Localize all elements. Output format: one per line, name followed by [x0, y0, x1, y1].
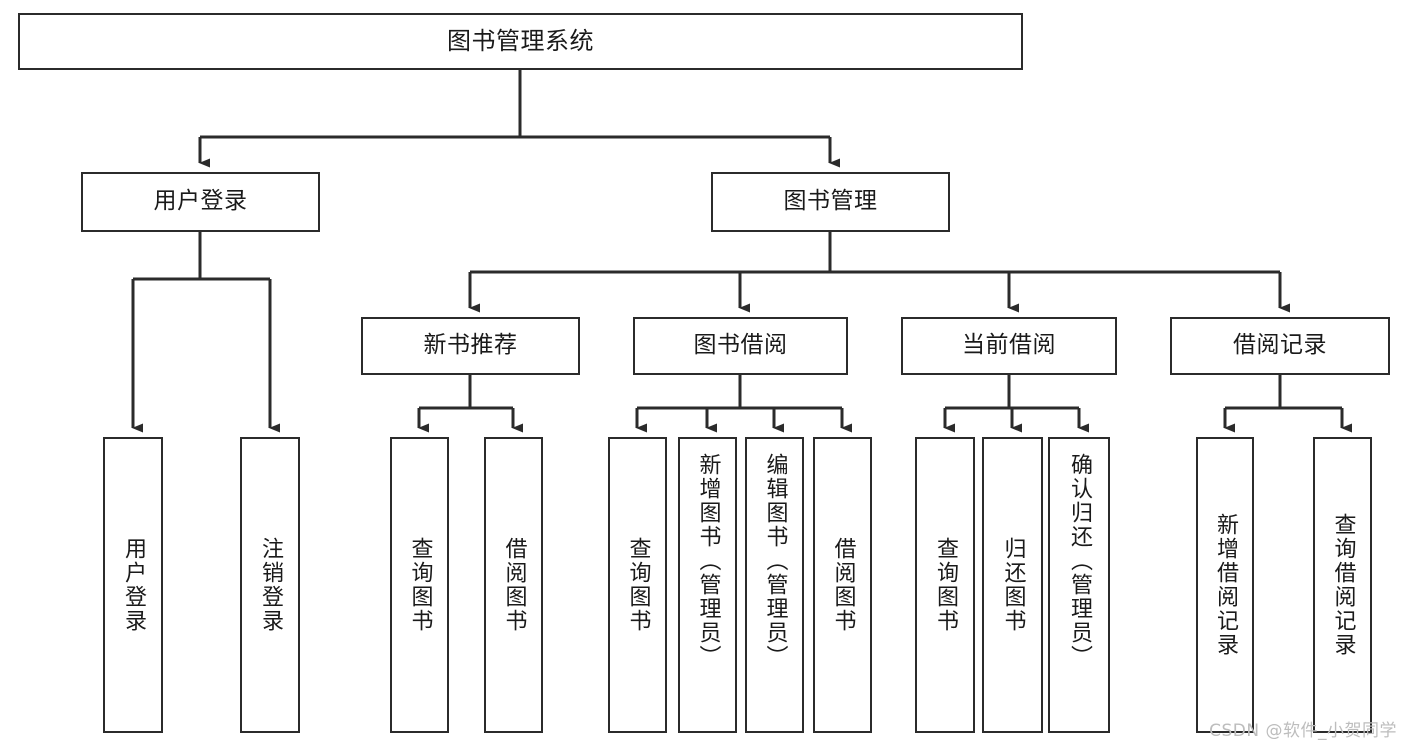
leaf-node-return-book[interactable]: 归还图书 — [982, 437, 1043, 733]
leaf-node-query-book-current[interactable]: 查询图书 — [915, 437, 975, 733]
node-root-book-management-system[interactable]: 图书管理系统 — [18, 13, 1023, 70]
leaf-node-query-book-recommend[interactable]: 查询图书 — [390, 437, 449, 733]
node-label: 用户登录 — [121, 537, 146, 633]
node-label: 归还图书 — [1000, 537, 1026, 633]
node-label: 编辑图书（管理员） — [762, 453, 788, 669]
leaf-node-edit-book-admin[interactable]: 编辑图书（管理员） — [745, 437, 804, 733]
leaf-node-add-borrow-record[interactable]: 新增借阅记录 — [1196, 437, 1254, 733]
node-label: 图书管理系统 — [447, 27, 594, 56]
node-label: 查询借阅记录 — [1330, 513, 1356, 657]
node-new-book-recommend[interactable]: 新书推荐 — [361, 317, 580, 375]
leaf-node-borrow-book-recommend[interactable]: 借阅图书 — [484, 437, 543, 733]
csdn-watermark: CSDN @软件_小贺同学 — [1209, 721, 1397, 741]
node-label: 注销登录 — [258, 537, 283, 633]
node-label: 图书借阅 — [693, 332, 788, 359]
node-label: 借阅图书 — [501, 537, 527, 633]
node-label: 查询图书 — [407, 537, 433, 633]
node-borrow-record[interactable]: 借阅记录 — [1170, 317, 1390, 375]
node-label: 查询图书 — [933, 537, 958, 633]
leaf-node-query-book-borrow[interactable]: 查询图书 — [608, 437, 667, 733]
node-label: 新书推荐 — [423, 332, 518, 359]
node-label: 新增借阅记录 — [1213, 513, 1238, 657]
node-book-management[interactable]: 图书管理 — [711, 172, 950, 232]
leaf-node-user-logout[interactable]: 注销登录 — [240, 437, 300, 733]
node-label: 用户登录 — [153, 188, 248, 215]
leaf-node-add-book-admin[interactable]: 新增图书（管理员） — [678, 437, 737, 733]
leaf-node-borrow-book[interactable]: 借阅图书 — [813, 437, 872, 733]
leaf-node-query-borrow-record[interactable]: 查询借阅记录 — [1313, 437, 1372, 733]
node-label: 借阅图书 — [830, 537, 856, 633]
node-book-borrow[interactable]: 图书借阅 — [633, 317, 848, 375]
node-user-login[interactable]: 用户登录 — [81, 172, 320, 232]
leaf-node-confirm-return-admin[interactable]: 确认归还（管理员） — [1048, 437, 1110, 733]
node-label: 借阅记录 — [1233, 332, 1327, 359]
node-label: 新增图书（管理员） — [695, 453, 721, 669]
node-label: 确认归还（管理员） — [1067, 453, 1092, 669]
node-label: 当前借阅 — [962, 332, 1056, 359]
node-label: 图书管理 — [783, 188, 878, 215]
node-current-borrow[interactable]: 当前借阅 — [901, 317, 1117, 375]
node-label: 查询图书 — [625, 537, 651, 633]
leaf-node-user-login[interactable]: 用户登录 — [103, 437, 163, 733]
